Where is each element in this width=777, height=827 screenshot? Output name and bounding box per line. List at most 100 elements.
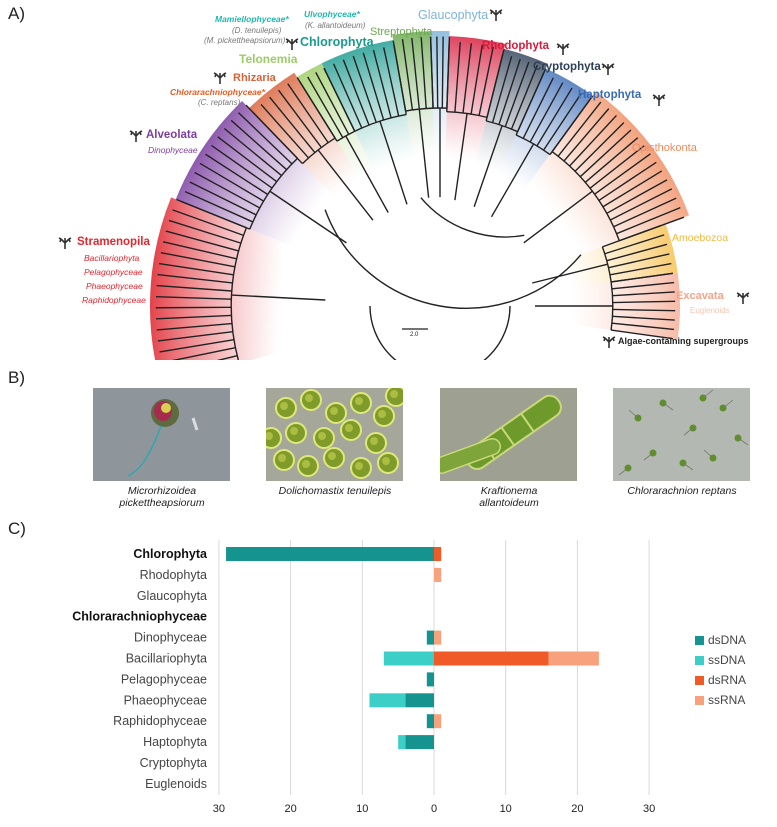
label-cryptophyta: Cryptophyta: [533, 61, 601, 73]
bar-ssRNA: [434, 567, 442, 582]
micrograph-chlorarachnion: [613, 388, 750, 481]
label-dinophyceae: Dinophyceae: [148, 145, 198, 155]
caption-microrhizoidea: Microrhizoidea pickettheapsiorum: [77, 485, 247, 509]
label-ulvophyceae: Ulvophyceae*: [304, 9, 360, 19]
panel-label-c: C): [8, 519, 26, 538]
x-tick-label: 30: [643, 803, 655, 815]
label-streptophyta: Streptophyta: [370, 26, 433, 38]
caption-line: pickettheapsiorum: [119, 497, 205, 509]
legend-label: ssRNA: [708, 693, 745, 707]
micrograph-dolichomastix: [266, 388, 403, 481]
legend-swatch: [695, 656, 704, 665]
label-chlorarachniophyceae: Chlorarachniophyceae*: [170, 87, 265, 97]
bar-dsDNA: [426, 714, 434, 729]
label-rhizaria: Rhizaria: [233, 72, 276, 84]
legend-label: dsDNA: [708, 633, 746, 647]
algae-icon: [285, 38, 299, 50]
category-label: Dinophyceae: [134, 631, 207, 645]
x-tick-label: 20: [571, 803, 583, 815]
algae-icon: [601, 63, 615, 75]
label-raphidophyceae: Raphidophyceae: [82, 295, 146, 305]
label-stramenopila: Stramenopila: [77, 236, 150, 248]
x-tick-label: 0: [431, 803, 437, 815]
x-tick-label: 10: [356, 803, 368, 815]
tree-branches: [155, 36, 685, 360]
caption-line: allantoideum: [479, 497, 539, 509]
legend-label: dsRNA: [708, 673, 746, 687]
category-label: Chlorophyta: [133, 547, 208, 561]
algae-icon: [602, 336, 616, 348]
legend-swatch: [695, 696, 704, 705]
label-alveolata: Alveolata: [146, 129, 198, 141]
algae-icon: [213, 72, 227, 84]
label-bacillariophyta: Bacillariophyta: [84, 253, 140, 263]
bar-dsDNA: [226, 547, 434, 561]
caption-line: Microrhizoidea: [127, 485, 197, 497]
bar-ssDNA: [398, 735, 406, 750]
label-pelagophyceae: Pelagophyceae: [84, 267, 143, 277]
legend-label: Algae-containing supergroups: [618, 336, 749, 346]
scale-bar-label: 2.0: [410, 332, 419, 338]
label-mamiellophyceae: Mamiellophyceae*: [215, 14, 289, 24]
bar-dsDNA: [405, 735, 434, 750]
bar-ssRNA: [434, 714, 442, 729]
label-haptophyta: Haptophyta: [578, 89, 642, 101]
legend-swatch: [695, 676, 704, 685]
bar-dsDNA: [405, 693, 434, 708]
label-mamiello-sub1: (D. tenuilepis): [232, 26, 282, 35]
bar-ssDNA: [369, 693, 406, 708]
micrograph-microrhizoidea: [93, 388, 230, 481]
algae-icon: [652, 94, 666, 106]
x-tick-label: 20: [284, 803, 296, 815]
bar-ssRNA: [548, 651, 599, 666]
algae-icon: [736, 292, 750, 304]
label-opisthokonta: Opisthokonta: [632, 142, 697, 154]
label-amoebozoa: Amoebozoa: [672, 232, 729, 244]
legend-swatch: [695, 636, 704, 645]
panel-label-b: B): [8, 368, 25, 387]
legend-label: ssDNA: [708, 653, 745, 667]
phylogenetic-tree: [0, 0, 777, 360]
caption-dolichomastix: Dolichomastix tenuilepis: [250, 485, 420, 497]
category-label: Bacillariophyta: [126, 652, 207, 666]
algae-icon: [58, 237, 72, 249]
category-label: Chlorarachniophyceae: [72, 610, 207, 624]
label-glaucophyta: Glaucophyta: [418, 8, 489, 22]
caption-line: Dolichomastix tenuilepis: [278, 485, 392, 497]
caption-chlorarachnion: Chlorarachnion reptans: [597, 485, 767, 497]
bar-dsDNA: [426, 672, 434, 687]
label-rhodophyta: Rhodophyta: [482, 40, 550, 52]
label-phaeophyceae: Phaeophyceae: [86, 281, 143, 291]
category-label: Raphidophyceae: [113, 714, 207, 728]
category-label: Rhodophyta: [140, 568, 207, 582]
caption-line: Chlorarachnion reptans: [627, 485, 737, 497]
bar-dsRNA: [434, 651, 549, 666]
caption-kraftionema: Kraftionema allantoideum: [424, 485, 594, 509]
category-label: Pelagophyceae: [121, 672, 207, 686]
caption-line: Kraftionema: [480, 485, 538, 497]
bar-ssRNA: [434, 630, 442, 645]
category-label: Phaeophyceae: [124, 693, 207, 707]
category-label: Cryptophyta: [140, 756, 207, 770]
wedge-fade: [0, 0, 777, 360]
x-tick-label: 30: [213, 803, 225, 815]
bar-dsRNA: [434, 547, 442, 561]
label-chlorarach-sub: (C. reptans): [198, 98, 241, 107]
label-ulvo-sub: (K. allantoideum): [305, 21, 366, 30]
category-label: Haptophyta: [143, 735, 207, 749]
category-label: Euglenoids: [145, 777, 207, 791]
algae-icon: [129, 130, 143, 142]
label-euglenoids: Euglenoids: [690, 306, 730, 315]
bar-ssDNA: [383, 651, 434, 666]
category-label: Glaucophyta: [137, 589, 207, 603]
algae-icon: [489, 9, 503, 21]
virus-bar-chart: 30 20 10 0 10 20 30 ChlorophytaRhodophytaGlauco…: [72, 540, 746, 815]
bar-dsDNA: [426, 630, 434, 645]
label-mamiello-sub2: (M. pickettheapsiorum): [204, 36, 286, 45]
x-tick-label: 10: [500, 803, 512, 815]
label-telonemia: Telonemia: [239, 52, 298, 66]
label-excavata: Excavata: [676, 290, 724, 302]
algae-icon: [556, 43, 570, 55]
label-chlorophyta: Chlorophyta: [300, 35, 374, 49]
micrograph-kraftionema: [440, 388, 577, 481]
